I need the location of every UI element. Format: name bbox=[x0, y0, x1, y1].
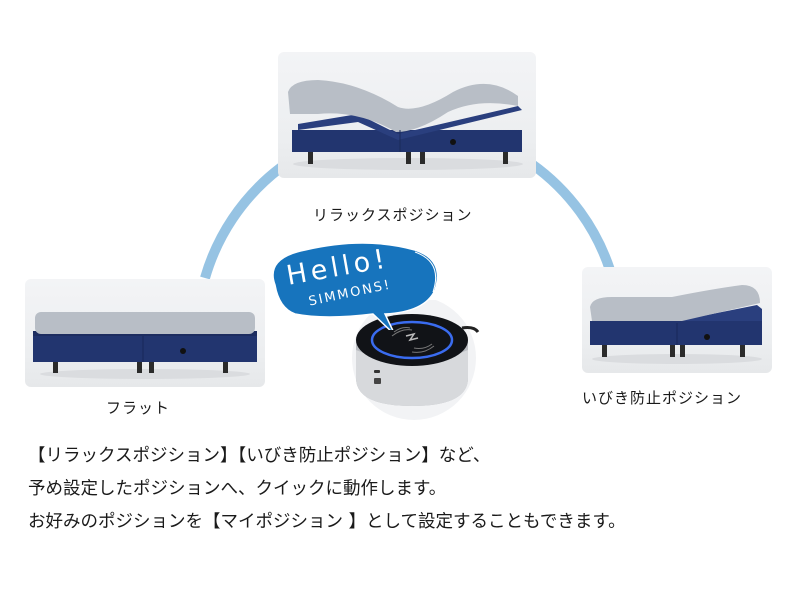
description-line-3: お好みのポジションを【マイポジション 】として設定することもできます。 bbox=[28, 512, 626, 532]
relax-position-label: リラックスポジション bbox=[313, 206, 473, 224]
usb-a-port bbox=[374, 378, 381, 384]
anti-snore-position-image bbox=[582, 267, 772, 373]
relax-position-image bbox=[278, 52, 536, 178]
anti-snore-position-label: いびき防止ポジション bbox=[582, 389, 743, 407]
flat-position-image bbox=[25, 279, 265, 387]
adjustable-bed-relax-illustration bbox=[288, 80, 523, 170]
description-line-1: 【リラックスポジション】【いびき防止ポジション】など、 bbox=[28, 446, 491, 466]
usb-c-port bbox=[374, 370, 380, 373]
hello-speech-bubble bbox=[272, 242, 439, 330]
adjustable-bed-flat-illustration bbox=[33, 312, 257, 379]
flat-position-label: フラット bbox=[106, 399, 171, 417]
adjustable-bed-anti-snore-illustration bbox=[590, 285, 762, 364]
feature-description: 【リラックスポジション】【いびき防止ポジション】など、 予め設定したポジションへ… bbox=[28, 440, 798, 539]
description-line-2: 予め設定したポジションへ、クイックに動作します。 bbox=[28, 479, 447, 499]
charge-icon bbox=[405, 332, 419, 342]
wireless-charger-controller bbox=[352, 300, 480, 420]
